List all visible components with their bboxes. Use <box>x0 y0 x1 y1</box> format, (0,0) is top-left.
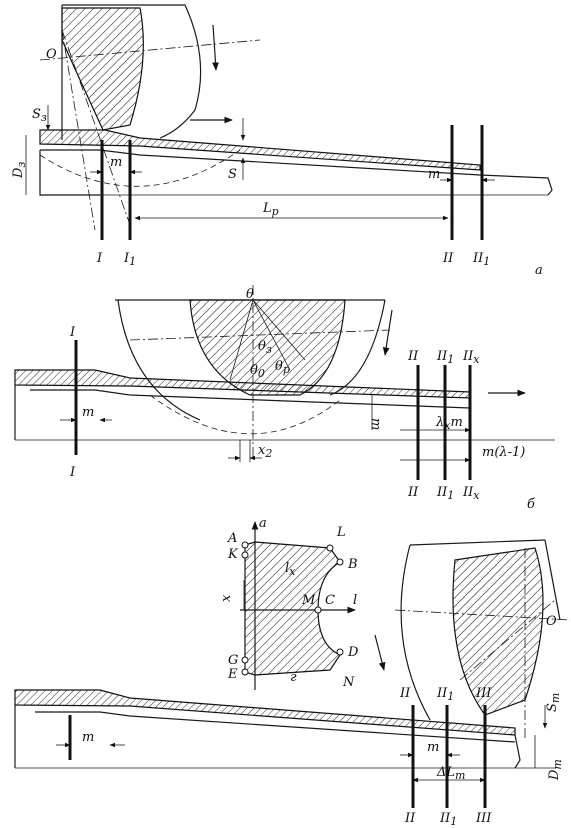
label-point-b: B <box>347 557 358 572</box>
label-m-right-b: m <box>368 418 383 430</box>
label-m-lambda: m(λ-1) <box>482 445 525 460</box>
label-dlt: ΔLт <box>436 765 465 782</box>
label-x-profile: x <box>219 594 234 602</box>
label-m-left-c: m <box>82 730 94 745</box>
label-point-e: E <box>227 667 238 682</box>
label-dt: Dт <box>547 759 564 781</box>
label-s: S <box>228 167 237 182</box>
label-axis-l: l <box>353 593 357 608</box>
panel-letter-g: г <box>290 670 297 685</box>
label-section-ii1-c: II1 <box>436 686 454 703</box>
label-lambda-m: λxm <box>435 415 463 432</box>
label-section-ii-bot-c: II <box>404 811 416 826</box>
label-m-left-b: m <box>82 405 94 420</box>
label-theta0: θ0 <box>250 363 265 380</box>
label-point-c: C <box>325 593 335 608</box>
label-section-ii1-bot-b: II1 <box>436 485 454 502</box>
label-o-c: O <box>546 614 557 629</box>
label-point-k: K <box>227 547 239 562</box>
panel-a: O Sз Dз S m I I1 Lр <box>11 4 553 278</box>
label-point-n: N <box>342 675 355 690</box>
label-point-g: G <box>228 653 238 668</box>
roll-a <box>39 4 261 231</box>
label-s3: Sз <box>32 107 47 124</box>
label-section-iix-bot-b: IIx <box>462 485 480 502</box>
panel-c: O m II II1 III m ΔLт II II1 III Sт <box>14 539 571 828</box>
label-section-i1-a: I1 <box>123 251 136 268</box>
label-section-ii-c: II <box>399 686 411 701</box>
label-thetap: θр <box>275 359 290 376</box>
label-section-ii-top-b: II <box>407 349 419 364</box>
label-point-m: M <box>301 593 316 608</box>
label-section-ii1-a: II1 <box>472 251 490 268</box>
label-m-right-a: m <box>428 167 440 182</box>
label-d3: Dз <box>11 162 28 179</box>
label-section-ii1-bot-c: II1 <box>439 811 457 828</box>
label-lp: Lр <box>262 201 279 218</box>
label-x2: x2 <box>258 443 272 460</box>
panel-b: θ θз θ0 θр I I m x2 m II II1 <box>14 285 555 512</box>
label-section-i-top: I <box>69 325 76 340</box>
label-theta: θ <box>246 287 254 302</box>
label-section-iix-top-b: IIx <box>462 349 480 366</box>
panel-letter-b: б <box>527 497 535 512</box>
label-m-right-c: m <box>427 740 439 755</box>
label-theta3: θз <box>258 339 272 356</box>
label-section-i-bot: I <box>69 465 76 480</box>
label-section-ii-a: II <box>442 251 454 266</box>
tube-c <box>14 689 555 769</box>
profile-points <box>241 541 344 676</box>
label-point-d: D <box>347 645 359 660</box>
label-section-iii-bot-c: III <box>475 811 492 826</box>
label-axis-a: a <box>259 516 267 531</box>
label-section-ii-bot-b: II <box>407 485 419 500</box>
label-point-l: L <box>336 525 346 540</box>
tube-a <box>39 116 553 196</box>
label-section-iii-c: III <box>475 686 492 701</box>
panel-letter-a: а <box>535 263 543 278</box>
label-point-a: A <box>227 531 237 546</box>
label-o: O <box>46 47 57 62</box>
label-sm: Sт <box>545 693 562 712</box>
label-section-i-a: I <box>96 251 103 266</box>
roll-c <box>374 539 571 740</box>
panel-g: a A K L B lx x M C l G E D N г <box>219 516 359 690</box>
label-section-ii1-top-b: II1 <box>436 349 454 366</box>
label-lx: lx <box>285 561 296 578</box>
label-m-left-a: m <box>110 155 122 170</box>
roll-b <box>115 285 393 460</box>
